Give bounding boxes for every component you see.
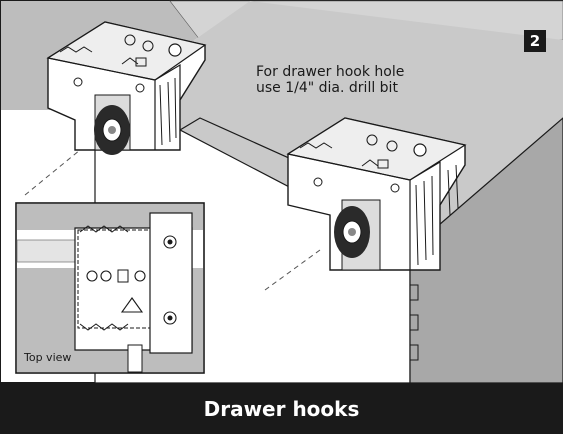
step-number-badge: 2 — [524, 30, 546, 52]
caption-title: Drawer hooks — [203, 396, 360, 421]
top-view-label: Top view — [24, 351, 72, 364]
drawer-hook-right — [286, 117, 467, 271]
callout-line-2: use 1/4" dia. drill bit — [256, 80, 398, 96]
caption-bar: Drawer hooks — [0, 383, 563, 434]
top-view-inset — [15, 202, 205, 374]
drawer-hook-left — [46, 21, 207, 155]
drawer-side-panel — [409, 117, 563, 383]
drawer-hooks-illustration — [0, 0, 563, 383]
drill-bit-callout: For drawer hook hole use 1/4" dia. drill… — [256, 64, 456, 96]
callout-line-1: For drawer hook hole — [256, 64, 405, 80]
